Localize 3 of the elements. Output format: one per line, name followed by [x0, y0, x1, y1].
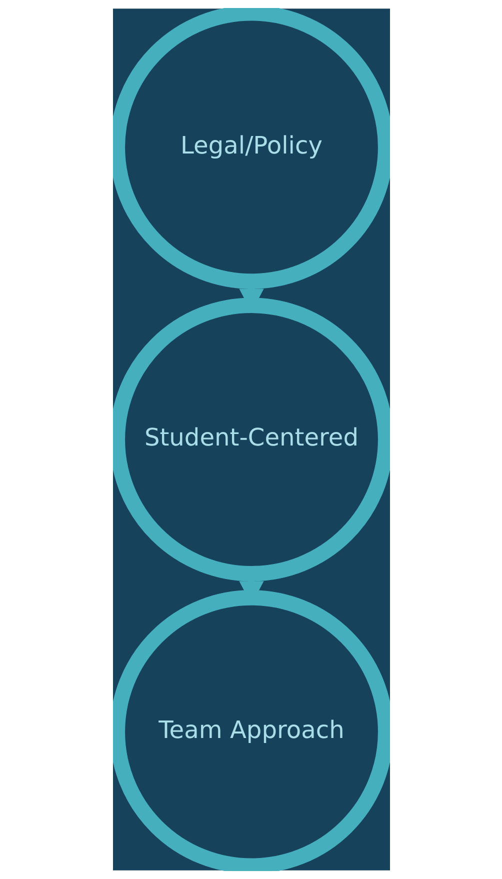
- node-circle: Student-Centered: [112, 298, 390, 582]
- node-circle: Team Approach: [112, 590, 390, 871]
- node-circle: Legal/Policy: [112, 8, 390, 289]
